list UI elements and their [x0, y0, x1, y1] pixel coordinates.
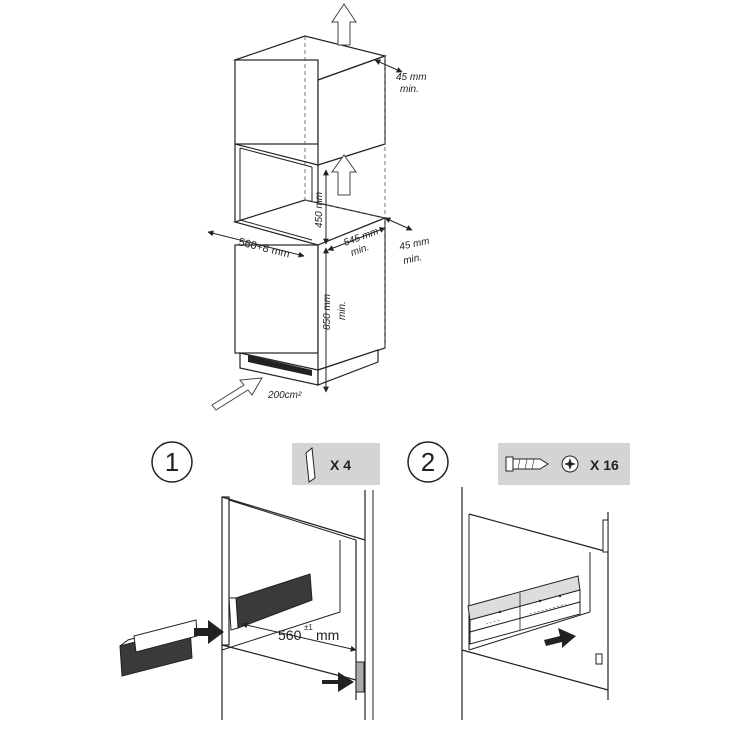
cabinet-diagram: 560+8 mm 450 mm 850 mm min. 545 mm min. …	[207, 3, 431, 411]
top-clearance-label: 45 mm	[396, 72, 427, 83]
step-1: 1 X 4 560 ±1 mm	[119, 441, 380, 720]
step-2-badge	[407, 441, 449, 483]
right-spacer-strip	[355, 661, 365, 693]
rail-insert-arrow	[544, 628, 576, 648]
rear-clearance-label: 45 mm	[398, 236, 430, 253]
floor-height-min: min.	[337, 301, 348, 320]
top-clearance-min: min.	[400, 84, 419, 95]
step-1-width-tolerance: ±1	[304, 623, 313, 632]
rear-clearance-min: min.	[402, 252, 423, 267]
step-2-side-tab	[595, 653, 603, 665]
niche-height-label: 450 mm	[314, 192, 325, 228]
mounting-rail	[467, 575, 581, 645]
step-1-kit-count: X 4	[330, 457, 351, 473]
step-2-number: 2	[421, 447, 435, 477]
screw-head-icon	[561, 455, 579, 473]
step-2-kit-count: X 16	[590, 457, 619, 473]
insert-arrow-left	[194, 620, 224, 644]
niche-width-dimension	[207, 230, 305, 258]
cabinet-upper-front	[234, 59, 319, 145]
mounted-spacer-strip	[235, 573, 313, 629]
cabinet-lower-side	[317, 217, 386, 371]
screw-icon	[505, 456, 549, 472]
step-1-badge	[151, 441, 193, 483]
floor-height-label: 850 mm	[322, 294, 333, 330]
step-1-left-wall	[221, 496, 230, 646]
cabinet-lower-front	[234, 244, 319, 354]
vent-arrow-up-top	[331, 3, 357, 46]
depth-dimension	[327, 227, 386, 251]
vent-arrow-inlet	[211, 377, 263, 411]
step-1-width-value: 560	[278, 627, 302, 643]
insert-arrow-right	[322, 672, 354, 692]
vent-area-label: 200cm²	[267, 390, 302, 401]
spacer-strip-icon	[305, 447, 316, 483]
step-1-number: 1	[165, 447, 179, 477]
step-1-width-dimension	[241, 622, 357, 652]
top-clearance-dimension	[374, 59, 403, 73]
vent-slot	[248, 355, 312, 376]
vent-arrow-up-niche	[331, 154, 357, 196]
rear-clearance-dimension	[384, 217, 413, 231]
step-1-width-unit: mm	[316, 627, 339, 643]
step-2: 2 X 16	[407, 441, 630, 720]
